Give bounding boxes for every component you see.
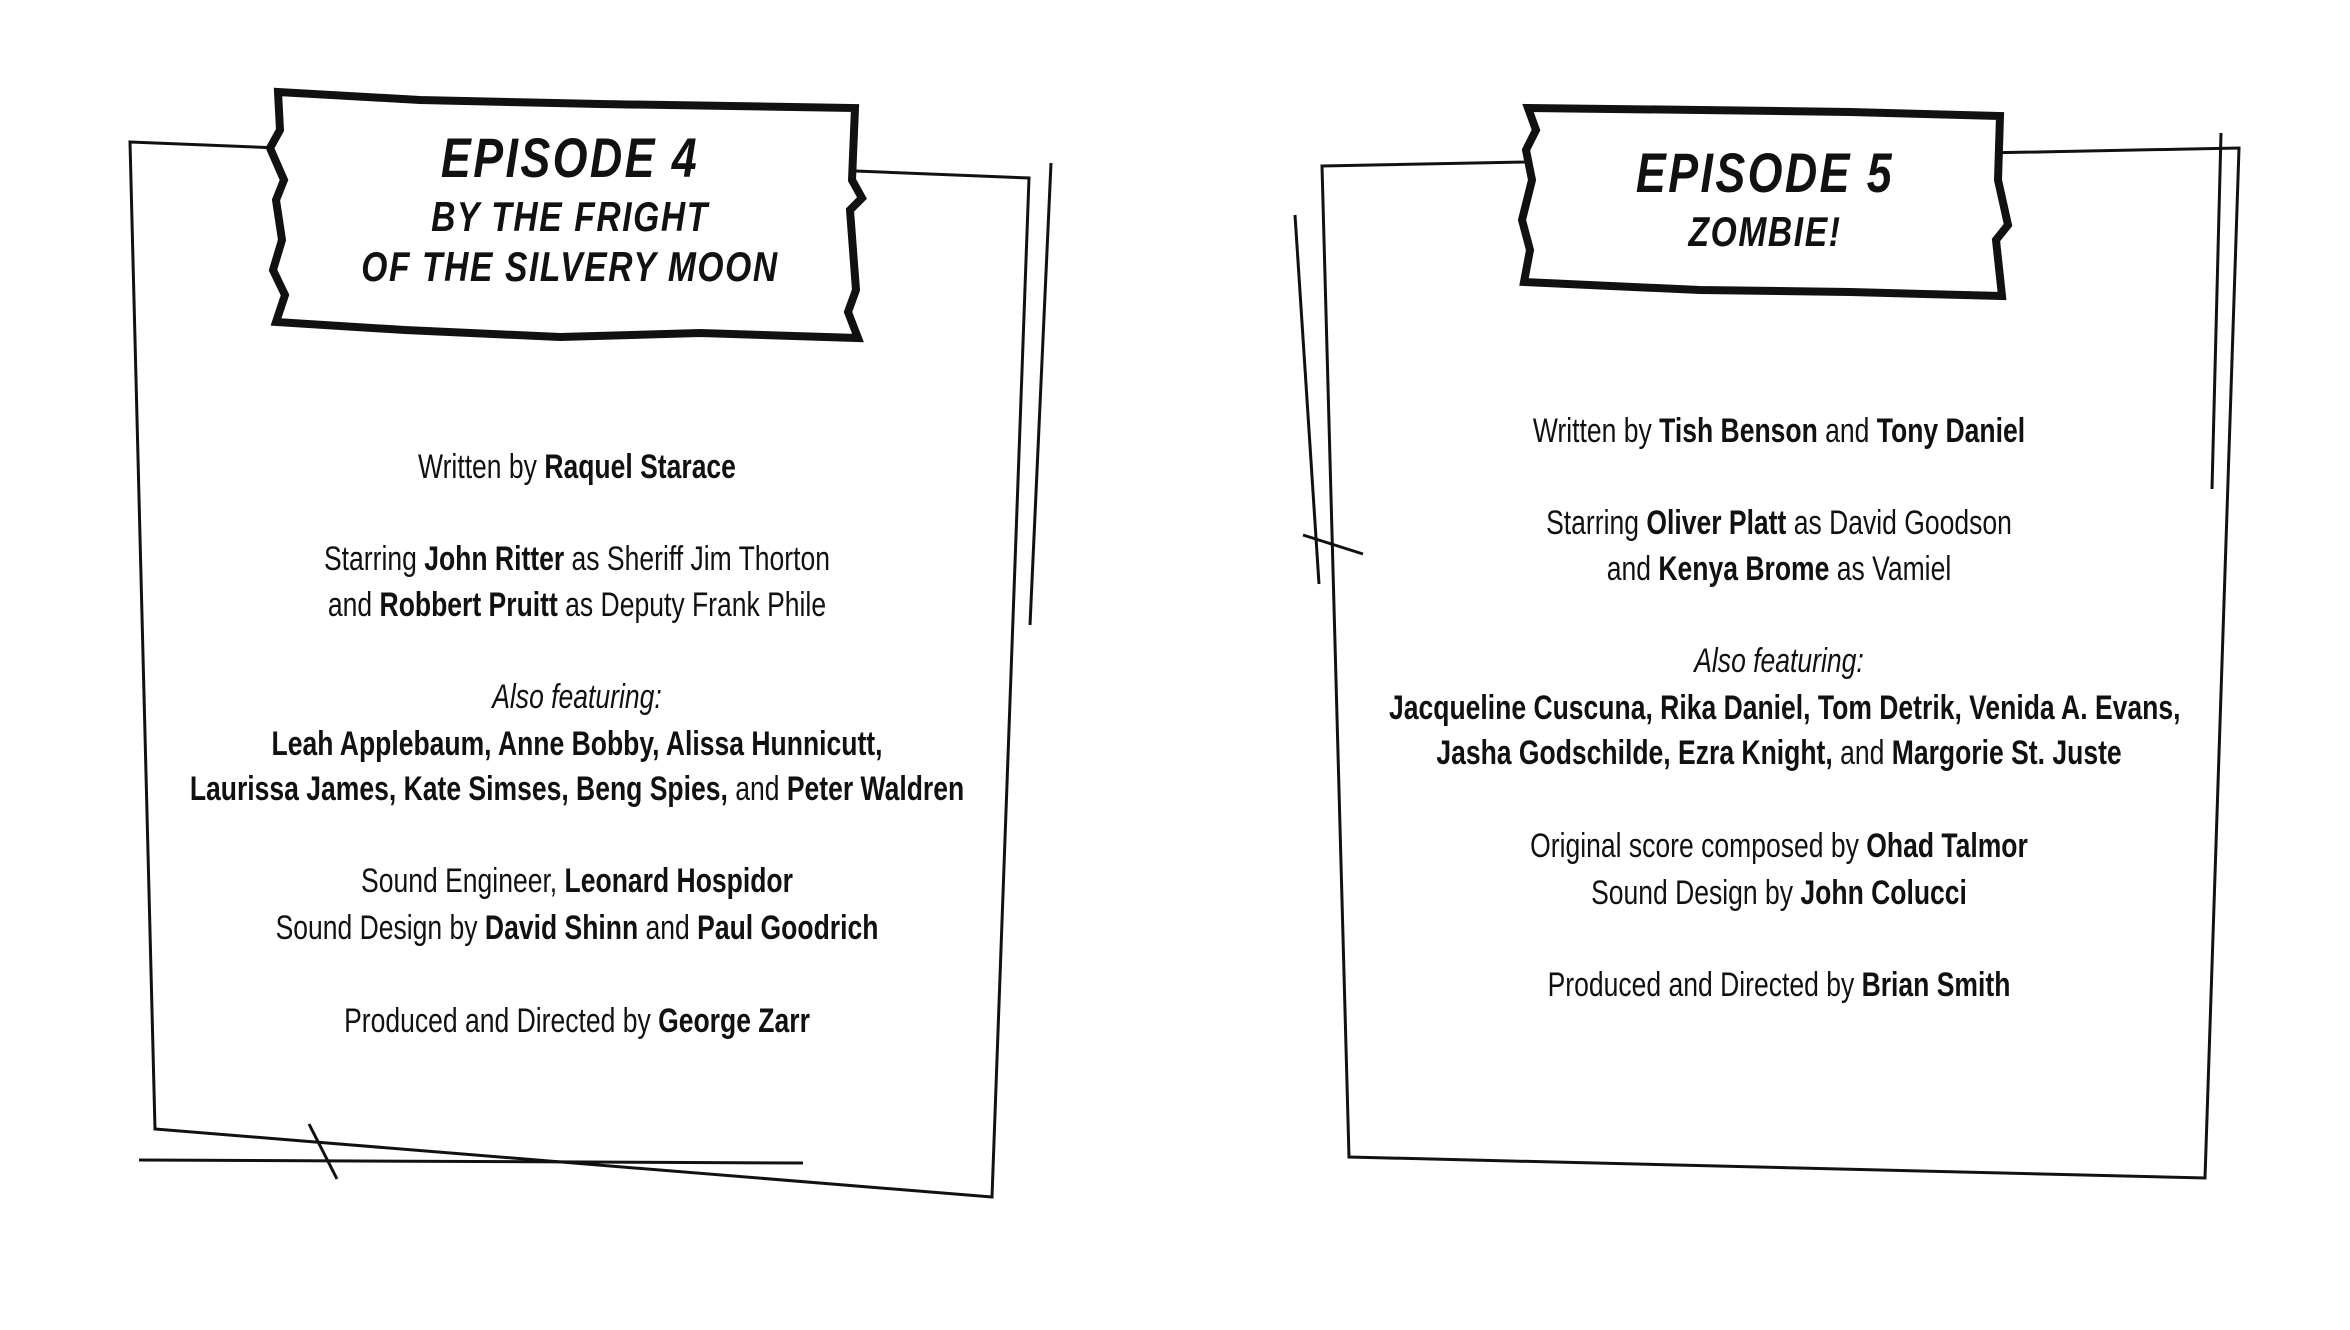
credit-line: Produced and Directed by Brian Smith (1389, 968, 2169, 1002)
credit-name: Tish Benson (1659, 412, 1818, 450)
credit-line: Original score composed by Ohad Talmor (1389, 829, 2169, 863)
credit-line: Laurissa James, Kate Simses, Beng Spies,… (187, 772, 967, 806)
credit-name: Paul Goodrich (697, 909, 879, 947)
episode-4-title-plaque (265, 87, 867, 343)
credit-name: George Zarr (658, 1002, 810, 1040)
episode-title-line: BY THE FRIGHT (431, 193, 709, 240)
credit-line: and Kenya Brome as Vamiel (1389, 552, 2169, 586)
credit-text: Sound Design by (275, 909, 485, 947)
episode-5-title-plaque (1517, 103, 2013, 301)
credit-text: Starring (323, 540, 425, 578)
episode-title-line: ZOMBIE! (1688, 208, 1842, 255)
credit-name: Laurissa James, Kate Simses, Beng Spies, (189, 770, 728, 808)
credit-name: Jacqueline Cuscuna, Rika Daniel, Tom Det… (1389, 689, 2181, 727)
credit-text: and (1606, 550, 1659, 588)
credit-name: Robbert Pruitt (379, 586, 558, 624)
decorative-line (1028, 162, 1053, 626)
credit-line: Starring Oliver Platt as David Goodson (1389, 506, 2169, 540)
credit-name: Oliver Platt (1646, 504, 1787, 542)
credit-line: Sound Design by John Colucci (1389, 876, 2169, 910)
credit-name: Ohad Talmor (1866, 827, 2028, 865)
decorative-line (307, 1123, 339, 1180)
credit-name: John Ritter (424, 540, 565, 578)
credit-line: Starring John Ritter as Sheriff Jim Thor… (187, 542, 967, 576)
episode-5-title: EPISODE 5 ZOMBIE! (1535, 145, 1995, 253)
credit-text: Written by (418, 448, 545, 486)
credit-name: Jasha Godschilde, Ezra Knight, (1436, 734, 1833, 772)
credit-line: Written by Tish Benson and Tony Daniel (1389, 414, 2169, 448)
credit-text: Produced and Directed by (344, 1002, 659, 1040)
credit-text: and (327, 586, 380, 624)
credit-name: Tony Daniel (1876, 412, 2026, 450)
credit-name: Kenya Brome (1658, 550, 1830, 588)
credit-line: Written by Raquel Starace (187, 450, 967, 484)
credit-name: Leonard Hospidor (564, 862, 793, 900)
credit-text: and (1832, 734, 1892, 772)
credit-line: Leah Applebaum, Anne Bobby, Alissa Hunni… (187, 727, 967, 761)
episode-title-line: OF THE SILVERY MOON (361, 243, 779, 290)
credit-text: Also featuring: (1694, 642, 1864, 680)
credit-line: Also featuring: (1389, 644, 2169, 678)
credit-name: John Colucci (1800, 874, 1967, 912)
credit-text: as David Goodson (1786, 504, 2012, 542)
credit-text: Produced and Directed by (1547, 966, 1862, 1004)
credit-text: Sound Engineer, (361, 862, 565, 900)
episode-4-title: EPISODE 4 BY THE FRIGHT OF THE SILVERY M… (290, 130, 850, 288)
episode-label: EPISODE 5 (1635, 141, 1895, 204)
credit-line: Jacqueline Cuscuna, Rika Daniel, Tom Det… (1389, 691, 2180, 725)
credit-name: David Shinn (484, 909, 639, 947)
decorative-line (1293, 214, 1321, 585)
credit-name: Raquel Starace (544, 448, 736, 486)
credit-text: Also featuring: (492, 678, 662, 716)
credit-line: Produced and Directed by George Zarr (187, 1004, 967, 1038)
credit-name: Margorie St. Juste (1891, 734, 2122, 772)
credit-text: and (638, 909, 698, 947)
credit-text: as Sheriff Jim Thorton (564, 540, 831, 578)
credit-text: as Vamiel (1829, 550, 1952, 588)
credit-line: and Robbert Pruitt as Deputy Frank Phile (187, 588, 967, 622)
credit-text: Original score composed by (1530, 827, 1867, 865)
credit-name: Leah Applebaum, Anne Bobby, Alissa Hunni… (271, 725, 883, 763)
decorative-line (1302, 533, 1364, 556)
credit-name: Brian Smith (1861, 966, 2011, 1004)
decorative-line (2210, 132, 2223, 490)
decorative-line (138, 1158, 804, 1165)
credit-text: and (1817, 412, 1877, 450)
credit-text: and (727, 770, 787, 808)
credit-text: as Deputy Frank Phile (557, 586, 827, 624)
credit-line: Jasha Godschilde, Ezra Knight, and Margo… (1389, 736, 2169, 770)
credit-text: Written by (1532, 412, 1660, 450)
credit-name: Peter Waldren (786, 770, 965, 808)
credit-text: Sound Design by (1591, 874, 1801, 912)
credit-text: Starring (1546, 504, 1647, 542)
credit-line: Sound Design by David Shinn and Paul Goo… (187, 911, 967, 945)
episode-label: EPISODE 4 (440, 126, 700, 189)
credit-line: Also featuring: (187, 680, 967, 714)
credit-line: Sound Engineer, Leonard Hospidor (187, 864, 967, 898)
